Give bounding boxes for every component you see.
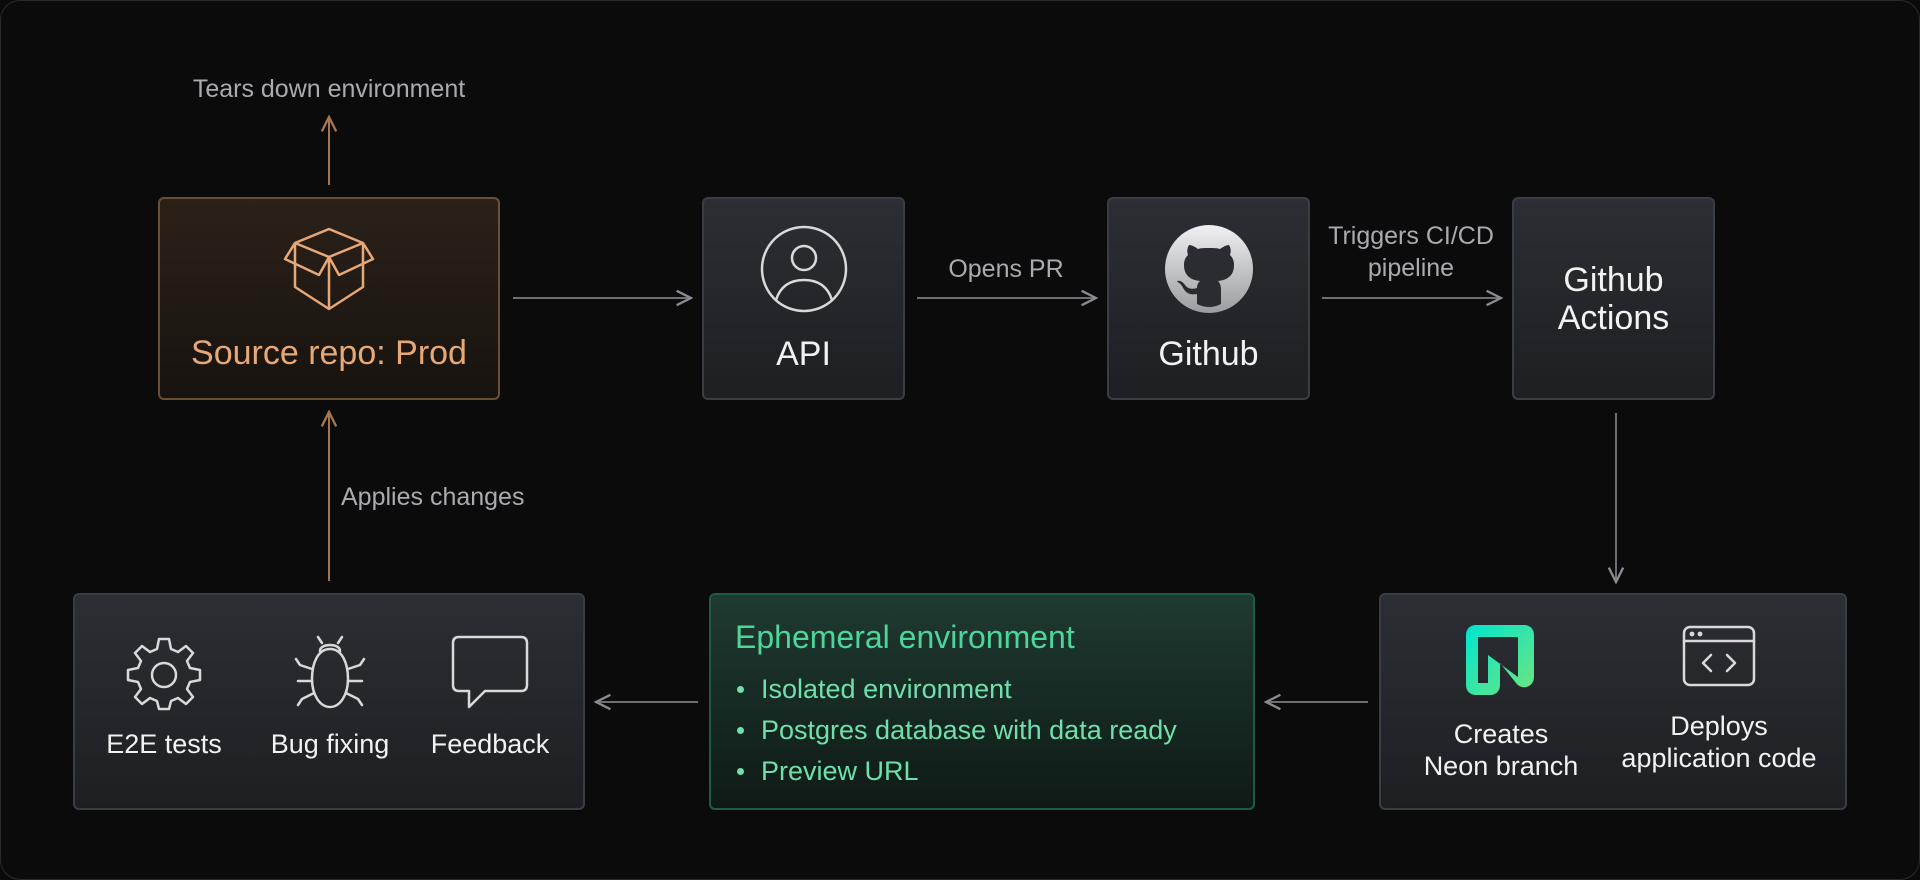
feedback-item-feedback: Feedback bbox=[415, 635, 565, 760]
github-title: Github bbox=[1158, 335, 1259, 373]
neon-logo-icon bbox=[1466, 625, 1536, 700]
api-title: API bbox=[776, 335, 831, 373]
label-triggers-pipeline: Triggers CI/CD pipeline bbox=[1328, 222, 1494, 282]
deploy-item-code: Deploys application code bbox=[1609, 625, 1829, 774]
github-octocat-icon bbox=[1164, 224, 1254, 319]
deploy-item-neon: Creates Neon branch bbox=[1391, 625, 1611, 782]
package-box-icon bbox=[283, 225, 375, 320]
speech-bubble-icon bbox=[451, 635, 529, 716]
node-github: Github bbox=[1107, 197, 1310, 400]
feedback-item-bug: Bug fixing bbox=[255, 635, 405, 760]
feedback-item-e2e: E2E tests bbox=[89, 635, 239, 760]
gear-icon bbox=[126, 635, 202, 716]
node-ephemeral-environment: Ephemeral environment Isolated environme… bbox=[709, 593, 1255, 810]
label-opens-pr: Opens PR bbox=[948, 255, 1064, 283]
node-api: API bbox=[702, 197, 905, 400]
feedback-e2e-label: E2E tests bbox=[106, 729, 222, 759]
feedback-feedback-label: Feedback bbox=[430, 729, 550, 759]
list-item: Preview URL bbox=[735, 751, 1177, 792]
deploy-neon-label: Creates Neon branch bbox=[1423, 719, 1579, 781]
source-repo-title: Source repo: Prod bbox=[191, 334, 467, 372]
label-tears-down: Tears down environment bbox=[192, 75, 466, 103]
node-source-repo: Source repo: Prod bbox=[158, 197, 500, 400]
bug-icon bbox=[292, 635, 368, 716]
github-actions-title: Github Actions bbox=[1557, 260, 1670, 337]
node-github-actions: Github Actions bbox=[1512, 197, 1715, 400]
list-item: Isolated environment bbox=[735, 669, 1177, 710]
environment-title: Ephemeral environment bbox=[735, 619, 1075, 655]
node-feedback: E2E tests Bug bbox=[73, 593, 585, 810]
label-applies-changes: Applies changes bbox=[341, 483, 525, 511]
feedback-bug-label: Bug fixing bbox=[270, 729, 390, 759]
node-deploy: Creates Neon branch Deploys bbox=[1379, 593, 1847, 810]
user-avatar-icon bbox=[759, 224, 849, 319]
deploy-code-label: Deploys application code bbox=[1621, 711, 1817, 773]
list-item: Postgres database with data ready bbox=[735, 710, 1177, 751]
environment-feature-list: Isolated environment Postgres database w… bbox=[735, 669, 1177, 792]
code-window-icon bbox=[1682, 625, 1756, 692]
